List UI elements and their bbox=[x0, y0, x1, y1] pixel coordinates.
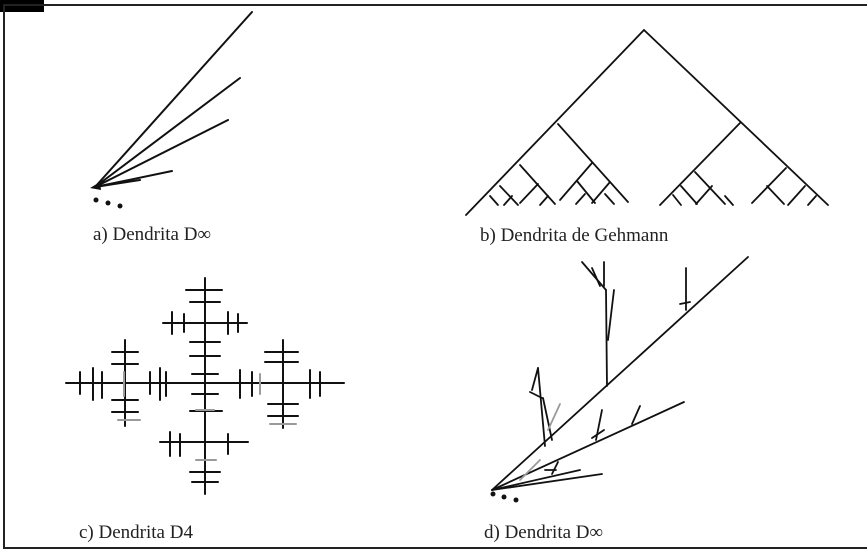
dendrite-b-gehmann bbox=[465, 29, 829, 216]
dendrite-c-d4 bbox=[65, 277, 345, 495]
caption-d: d) Dendrita D∞ bbox=[484, 522, 604, 543]
corner-tab bbox=[0, 0, 44, 12]
caption-b: b) Dendrita de Gehmann bbox=[480, 225, 669, 246]
dendrite-a-fan bbox=[90, 11, 253, 209]
figure-frame bbox=[3, 4, 867, 549]
caption-c: c) Dendrita D4 bbox=[79, 522, 193, 543]
dendrite-d-infinity bbox=[490, 256, 749, 503]
caption-a: a) Dendrita D∞ bbox=[93, 224, 211, 245]
